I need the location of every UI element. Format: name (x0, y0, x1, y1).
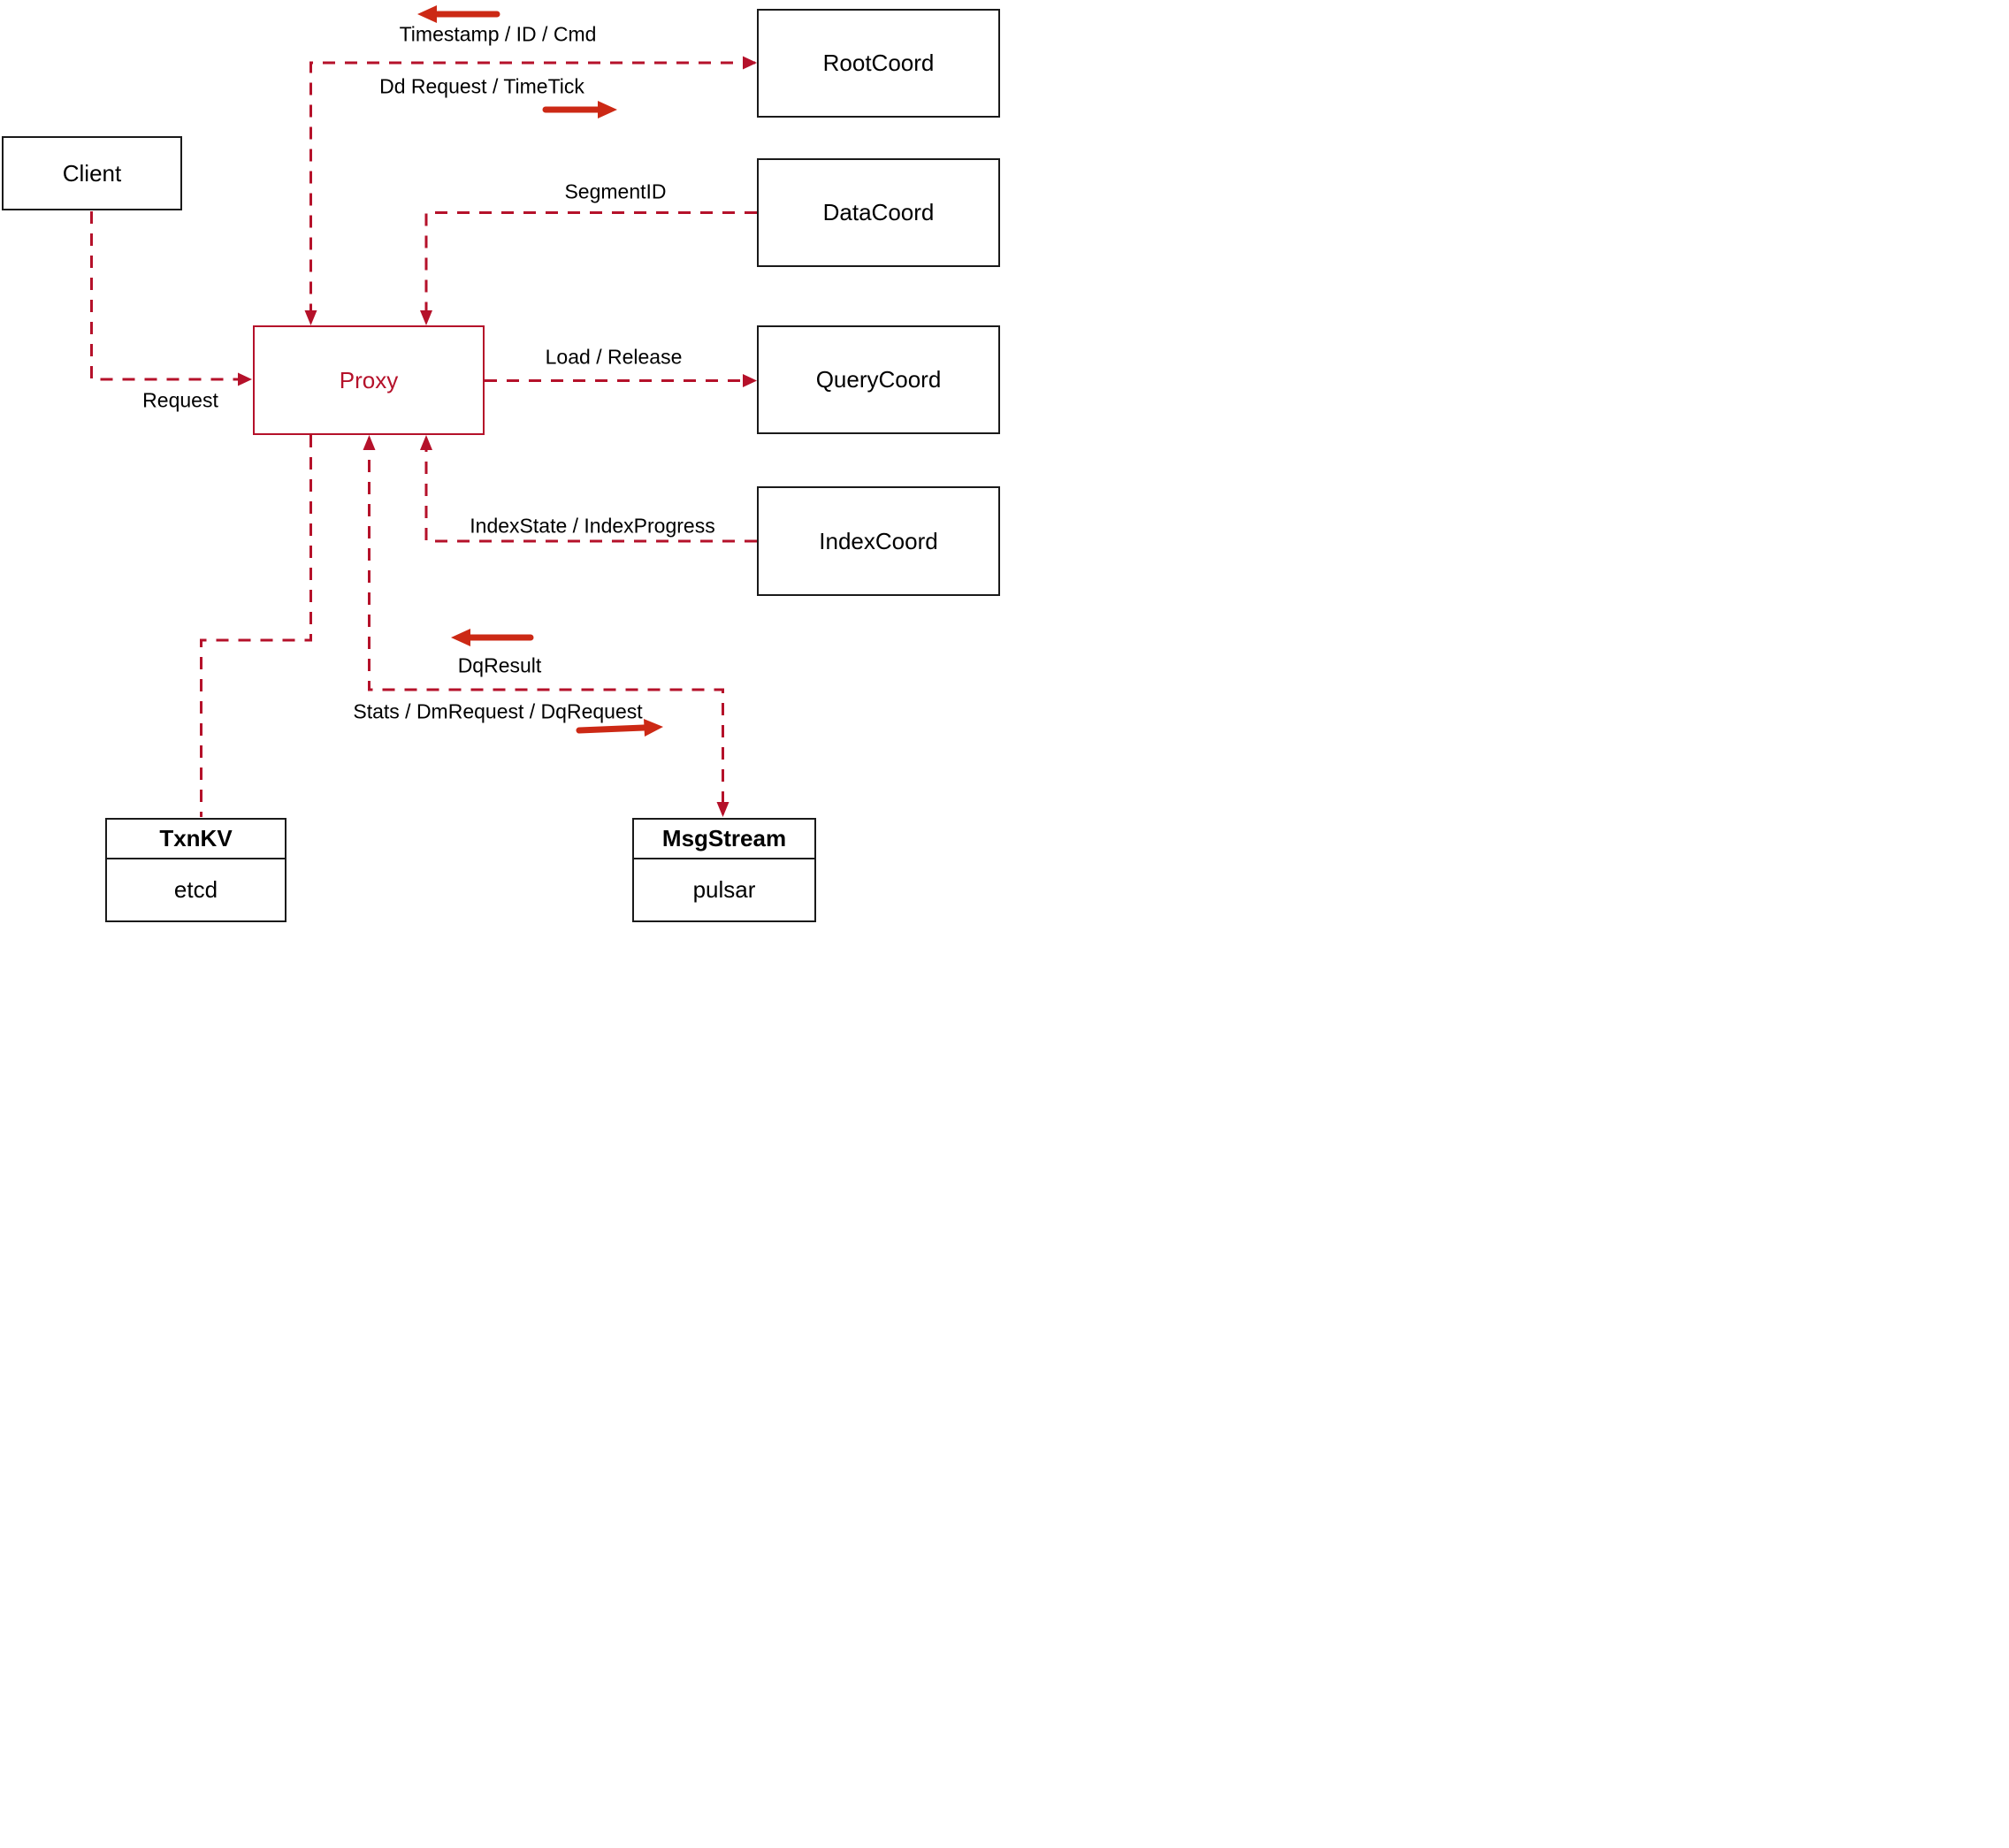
datacoord-node: DataCoord (757, 158, 1000, 267)
edge-label-dqresult: DqResult (457, 653, 542, 677)
edge-proxy-rootcoord (304, 56, 757, 325)
querycoord-node-label: QueryCoord (815, 366, 942, 393)
msgstream-node-sublabel: pulsar (692, 876, 756, 903)
right-arrow-icon (576, 719, 663, 737)
edge-proxy-msgstream (363, 435, 730, 817)
txnkv-node-title: TxnKV (107, 820, 285, 859)
diagram-connectors (90, 5, 757, 817)
edge-proxy-txnkv (200, 435, 312, 817)
architecture-diagram: Client RootCoord DataCoord QueryCoord In… (0, 0, 1004, 924)
rootcoord-node-label: RootCoord (822, 50, 935, 76)
edge-client-proxy (90, 211, 252, 386)
client-node: Client (2, 136, 182, 210)
left-arrow-icon (417, 5, 500, 23)
datacoord-node-label: DataCoord (822, 199, 935, 225)
edge-indexcoord-proxy (420, 435, 757, 543)
edge-datacoord-proxy (420, 211, 757, 325)
indexcoord-node: IndexCoord (757, 486, 1000, 596)
client-node-label: Client (62, 159, 122, 187)
left-arrow-icon (451, 629, 534, 646)
txnkv-node: TxnKV etcd (105, 818, 286, 922)
rootcoord-node: RootCoord (757, 9, 1000, 118)
edge-label-request: Request (142, 388, 218, 412)
right-arrow-icon (542, 101, 617, 118)
edge-label-timestamp-id-cmd: Timestamp / ID / Cmd (399, 22, 597, 46)
querycoord-node: QueryCoord (757, 325, 1000, 434)
proxy-node: Proxy (253, 325, 485, 435)
edge-label-dd-request-timetick: Dd Request / TimeTick (379, 74, 584, 98)
indexcoord-node-label: IndexCoord (819, 527, 938, 554)
msgstream-node: MsgStream pulsar (632, 818, 816, 922)
txnkv-node-sublabel: etcd (173, 876, 218, 903)
proxy-node-label: Proxy (339, 366, 399, 393)
edge-label-indexstate-indexprogress: IndexState / IndexProgress (470, 514, 715, 538)
edge-label-load-release: Load / Release (545, 345, 683, 369)
edge-label-segmentid: SegmentID (564, 179, 667, 203)
msgstream-node-title: MsgStream (634, 820, 814, 859)
edge-proxy-querycoord (485, 374, 757, 387)
edge-label-stats-dmrequest-dqrequest: Stats / DmRequest / DqRequest (353, 699, 643, 723)
